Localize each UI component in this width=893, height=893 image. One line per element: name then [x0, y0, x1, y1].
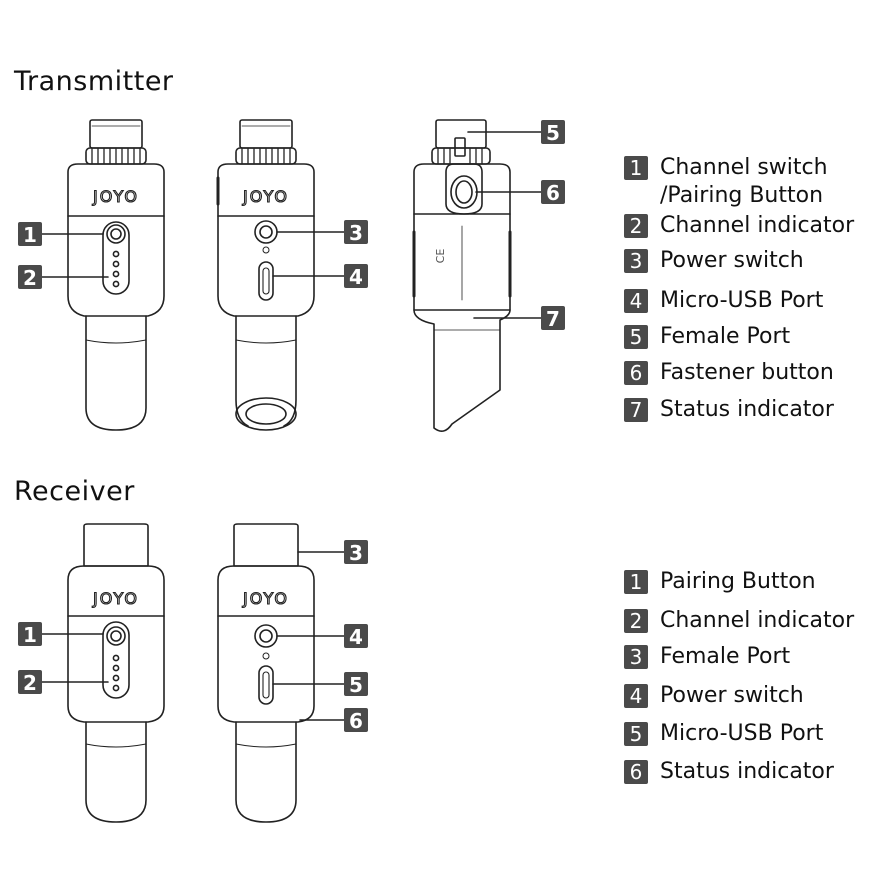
legend-item: 6 Fastener button	[624, 359, 834, 387]
legend-label: Channel indicator	[660, 213, 855, 238]
legend-label: Female Port	[660, 644, 791, 669]
legend-badge: 2	[624, 214, 648, 238]
legend-badge: 5	[624, 722, 648, 746]
legend-badge: 5	[624, 325, 648, 349]
legend-item: 4 Power switch	[624, 682, 804, 710]
legend-item: 6 Status indicator	[624, 758, 834, 786]
legend-badge: 1	[624, 156, 648, 180]
legend-label: Power switch	[660, 248, 804, 273]
callout-badge: 6	[541, 180, 565, 205]
receiver-title: Receiver	[14, 476, 135, 507]
legend-item: 5 Micro-USB Port	[624, 720, 823, 748]
legend-label: Fastener button	[660, 360, 834, 385]
transmitter-title: Transmitter	[14, 66, 174, 97]
legend-label: Female Port	[660, 324, 791, 349]
callout-badge: 5	[541, 120, 565, 145]
legend-item: 4 Micro-USB Port	[624, 287, 823, 315]
receiver-back-device	[217, 523, 345, 823]
legend-label: Channel indicator	[660, 608, 855, 633]
legend-badge: 6	[624, 361, 648, 385]
svg-text:6: 6	[546, 181, 560, 205]
legend-label: Micro-USB Port	[660, 721, 824, 746]
callout-badge: 3	[344, 220, 368, 245]
callout-badge: 1	[18, 222, 42, 247]
callout-badge: 2	[18, 670, 42, 695]
callout-badge: 5	[344, 672, 368, 697]
svg-text:4: 4	[349, 265, 363, 289]
svg-text:6: 6	[349, 709, 363, 733]
legend-label: Channel switch /Pairing Button	[660, 155, 828, 208]
legend-item: 1 Channel switch /Pairing Button	[624, 154, 828, 210]
legend-badge: 4	[624, 684, 648, 708]
ce-marking: CE	[434, 249, 447, 264]
callout-badge: 3	[344, 540, 368, 565]
legend-badge: 3	[624, 645, 648, 669]
legend-badge: 2	[624, 609, 648, 633]
legend-badge: 7	[624, 398, 648, 422]
transmitter-front-device	[41, 119, 165, 431]
legend-label: Power switch	[660, 683, 804, 708]
legend-label: Status indicator	[660, 759, 834, 784]
legend-badge: 1	[624, 570, 648, 594]
diagram-callouts: 1 2 3 4 5 6 7 1 2 3 4 5 6	[18, 120, 565, 733]
legend-badge: 6	[624, 760, 648, 784]
callout-badge: 4	[344, 624, 368, 649]
svg-text:7: 7	[546, 307, 560, 331]
callout-badge: 1	[18, 622, 42, 647]
callout-badge: 6	[344, 708, 368, 733]
legend-item: 1 Pairing Button	[624, 568, 816, 596]
transmitter-back-device	[216, 119, 345, 431]
legend-badge: 4	[624, 289, 648, 313]
legend-item: 7 Status indicator	[624, 396, 834, 424]
legend-item: 2 Channel indicator	[624, 607, 854, 635]
brand-logo: JOYO	[92, 589, 139, 608]
legend-item: 3 Female Port	[624, 643, 790, 671]
svg-text:5: 5	[349, 673, 363, 697]
svg-text:4: 4	[349, 625, 363, 649]
svg-text:1: 1	[23, 223, 37, 247]
legend-label: Micro-USB Port	[660, 288, 824, 313]
legend-item: 2 Channel indicator	[624, 212, 854, 240]
legend-label: Pairing Button	[660, 569, 816, 594]
legend-item: 5 Female Port	[624, 323, 790, 351]
brand-logo: JOYO	[242, 589, 289, 608]
brand-logo: JOYO	[92, 187, 139, 206]
brand-logo: JOYO	[242, 187, 289, 206]
svg-text:3: 3	[349, 541, 363, 565]
legend-item: 3 Power switch	[624, 247, 804, 275]
receiver-front-device	[41, 523, 165, 823]
svg-text:3: 3	[349, 221, 363, 245]
callout-badge: 7	[541, 306, 565, 331]
svg-text:1: 1	[23, 623, 37, 647]
transmitter-side-device	[412, 119, 542, 432]
svg-text:2: 2	[23, 266, 37, 290]
legend-badge: 3	[624, 249, 648, 273]
svg-text:2: 2	[23, 671, 37, 695]
callout-badge: 2	[18, 265, 42, 290]
callout-badge: 4	[344, 264, 368, 289]
svg-text:5: 5	[546, 121, 560, 145]
legend-label: Status indicator	[660, 397, 834, 422]
